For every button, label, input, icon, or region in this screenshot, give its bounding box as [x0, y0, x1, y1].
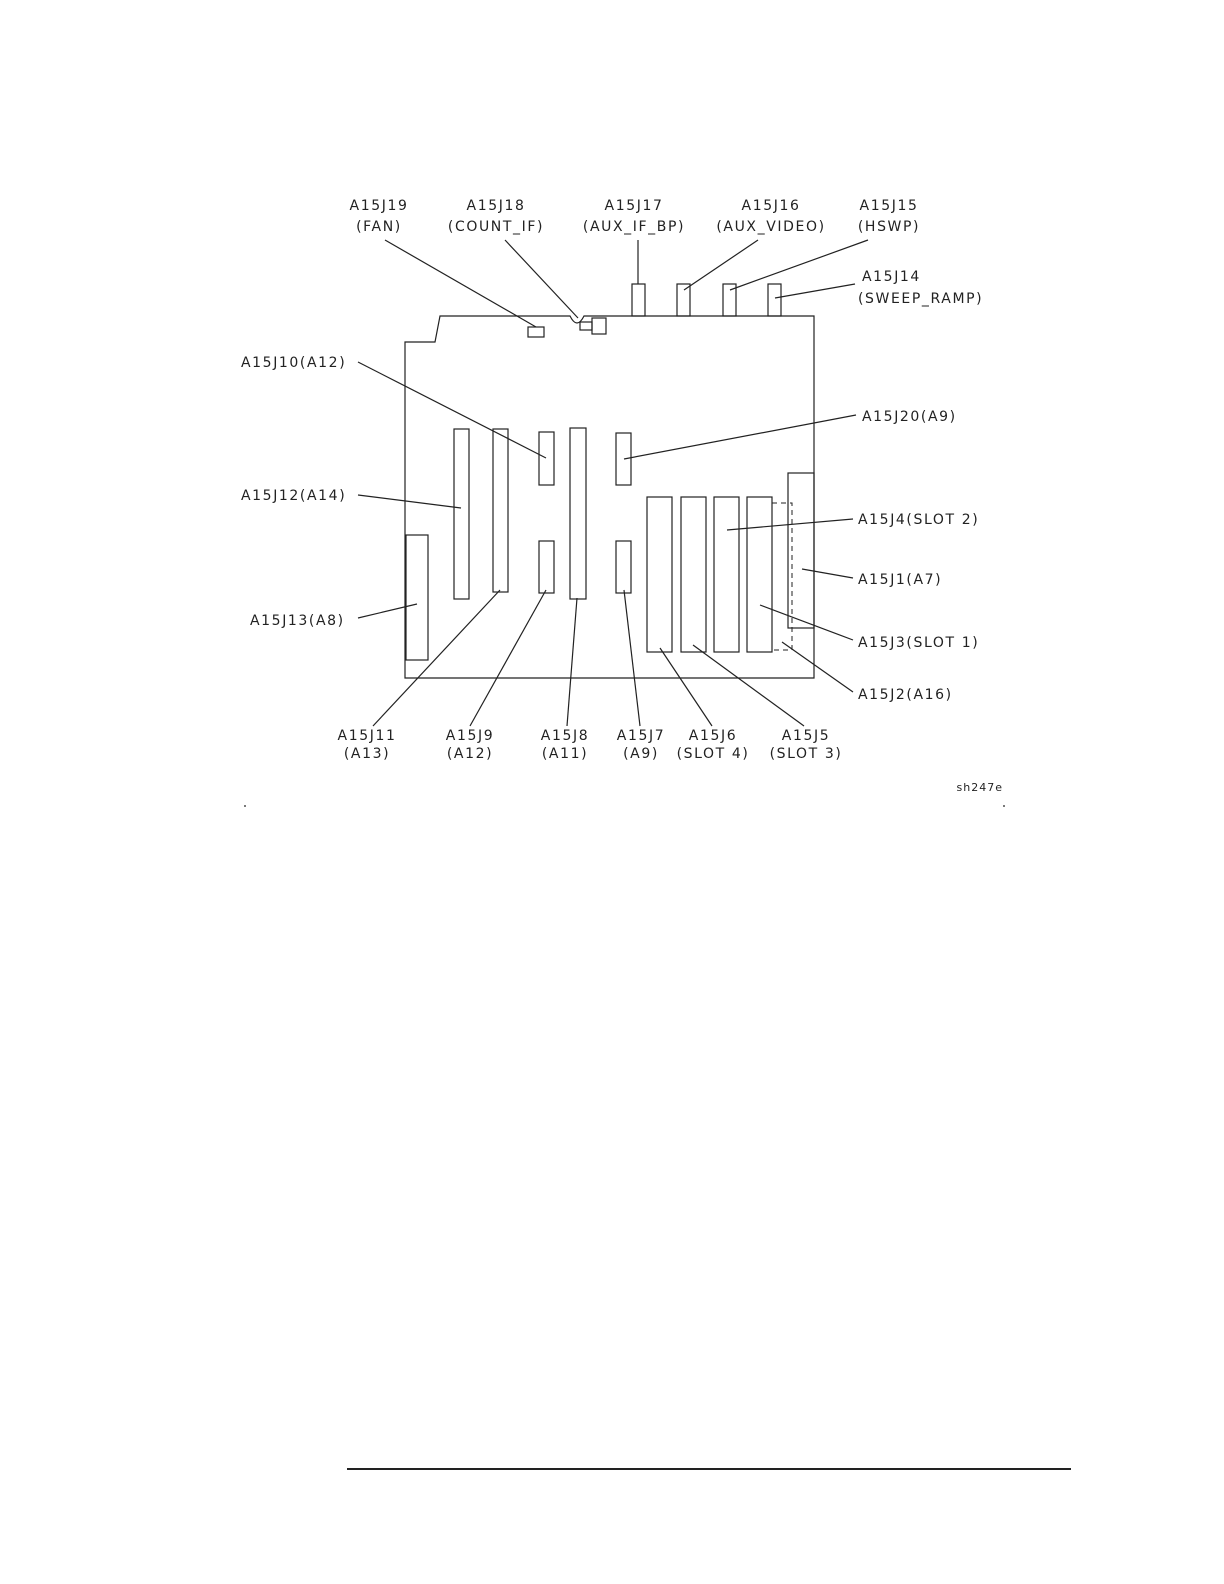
leader-a15j5 — [693, 645, 804, 726]
connector-a15j13 — [406, 535, 428, 660]
label-a15j5-function: (SLOT 3) — [770, 746, 843, 762]
connector-a15j18 — [592, 318, 606, 334]
leader-a15j12 — [358, 495, 461, 508]
leader-a15j13 — [358, 604, 417, 618]
label-a15j8-ref: A15J8 — [541, 728, 589, 744]
connector-a15j12 — [454, 429, 469, 599]
connector-a15j5 — [681, 497, 706, 652]
leader-a15j16 — [684, 240, 758, 290]
leader-a15j20 — [624, 415, 856, 459]
label-a15j19-function: (FAN) — [356, 219, 402, 235]
label-a15j4: A15J4(SLOT 2) — [858, 512, 979, 528]
connector-a15j11 — [493, 429, 508, 592]
label-a15j2: A15J2(A16) — [858, 687, 953, 703]
connector-a15j17 — [632, 284, 645, 316]
label-a15j7-ref: A15J7 — [617, 728, 665, 744]
label-a15j6-function: (SLOT 4) — [677, 746, 750, 762]
label-a15j18-function: (COUNT_IF) — [448, 219, 544, 235]
label-a15j3: A15J3(SLOT 1) — [858, 635, 979, 651]
leader-a15j3 — [760, 605, 853, 640]
leader-a15j4 — [727, 519, 853, 530]
leader-a15j7 — [624, 590, 640, 726]
label-a15j8-function: (A11) — [542, 746, 588, 762]
leader-a15j6 — [660, 648, 712, 726]
label-a15j16-function: (AUX_VIDEO) — [716, 219, 825, 235]
leader-a15j1 — [802, 569, 853, 578]
label-a15j11-function: (A13) — [344, 746, 390, 762]
connector-a15j3 — [747, 497, 772, 652]
leader-a15j15 — [730, 240, 868, 290]
label-a15j14-ref: A15J14 — [862, 269, 921, 285]
connector-a15j20 — [616, 433, 631, 485]
label-a15j10: A15J10(A12) — [241, 355, 346, 371]
label-a15j9-ref: A15J9 — [446, 728, 494, 744]
label-a15j9-function: (A12) — [447, 746, 493, 762]
label-a15j11-ref: A15J11 — [338, 728, 397, 744]
connector-a15j6 — [647, 497, 672, 652]
leader-a15j2 — [782, 642, 853, 692]
label-a15j20: A15J20(A9) — [862, 409, 957, 425]
leader-a15j10 — [358, 362, 546, 458]
connector-a15j4 — [714, 497, 739, 652]
connector-a15j10 — [539, 432, 554, 485]
leader-a15j18 — [505, 240, 578, 318]
leader-a15j14 — [775, 284, 855, 298]
leader-a15j19 — [385, 240, 536, 327]
connector-a15j8 — [570, 428, 586, 599]
label-a15j19-ref: A15J19 — [350, 198, 409, 214]
leader-lines — [358, 240, 868, 726]
label-a15j6-ref: A15J6 — [689, 728, 737, 744]
label-a15j7-function: (A9) — [623, 746, 659, 762]
label-a15j16-ref: A15J16 — [742, 198, 801, 214]
connector-a15j14 — [768, 284, 781, 316]
connector-a15j7 — [616, 541, 631, 593]
label-a15j15-function: (HSWP) — [858, 219, 920, 235]
connector-a15j9 — [539, 541, 554, 593]
leader-a15j8 — [567, 598, 577, 726]
label-a15j1: A15J1(A7) — [858, 572, 942, 588]
figure-code: sh247e — [957, 781, 1003, 794]
label-a15j15-ref: A15J15 — [860, 198, 919, 214]
connector-a15j19 — [528, 327, 544, 337]
label-a15j12: A15J12(A14) — [241, 488, 346, 504]
label-a15j13: A15J13(A8) — [250, 613, 345, 629]
label-a15j17-ref: A15J17 — [605, 198, 664, 214]
label-a15j5-ref: A15J5 — [782, 728, 830, 744]
connector-a15j16 — [677, 284, 690, 316]
label-a15j18-ref: A15J18 — [467, 198, 526, 214]
label-a15j14-function: (SWEEP_RAMP) — [858, 291, 983, 307]
connector-a15j18-tab — [580, 322, 592, 330]
label-a15j17-function: (AUX_IF_BP) — [583, 219, 685, 235]
